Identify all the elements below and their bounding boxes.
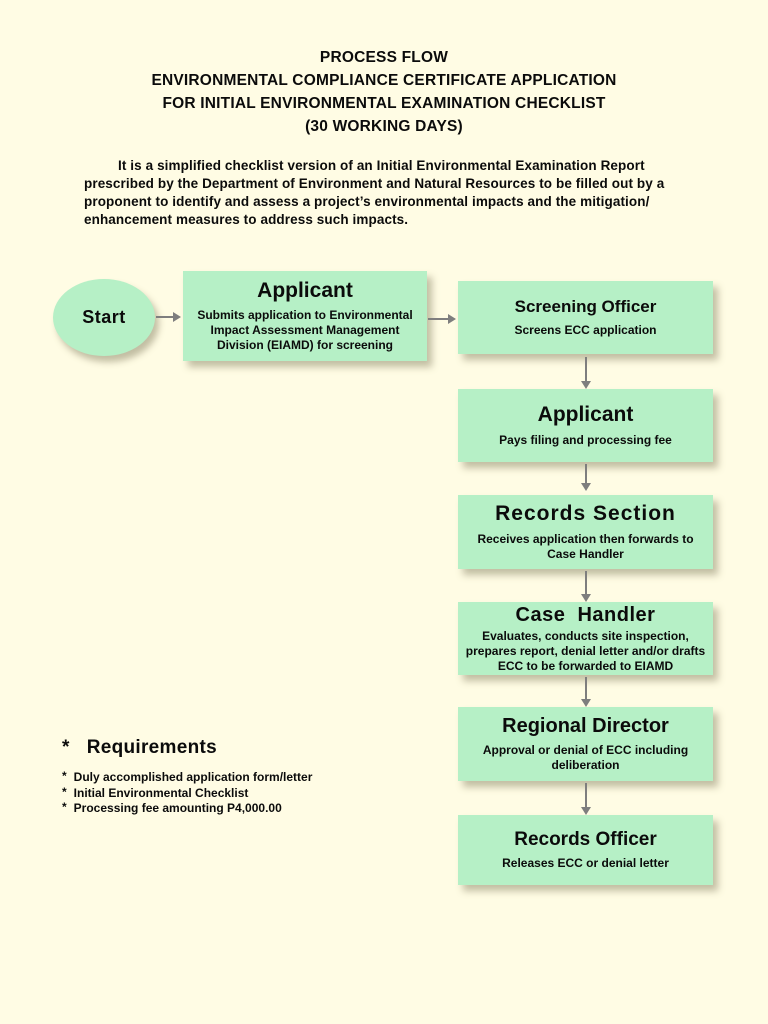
title-line-1: PROCESS FLOW (319, 49, 449, 66)
requirement-text: Initial Environmental Checklist (73, 785, 249, 800)
list-item: * Processing fee amounting P4,000.00 (62, 800, 312, 817)
node-title: Records Section (495, 502, 676, 526)
bullet-marker: * (62, 769, 67, 783)
node-title: Screening Officer (514, 296, 657, 316)
bullet-marker: * (62, 800, 67, 814)
arrow-applicant-to-screening (428, 314, 456, 324)
list-item: * Initial Environmental Checklist (62, 784, 312, 802)
asterisk-marker: * (62, 737, 70, 758)
arrow-regional-director-to-records-officer (581, 783, 591, 815)
arrow-screening-to-applicant-pays (581, 357, 591, 389)
flow-node-regional-director: Regional Director Approval or denial of … (458, 707, 713, 781)
arrow-start-to-applicant (156, 312, 181, 322)
title-line-4: (30 WORKING DAYS) (305, 118, 463, 135)
title-line-2: ENVIRONMENTAL COMPLIANCE CERTIFICATE APP… (151, 72, 617, 89)
page-title: PROCESS FLOW ENVIRONMENTAL COMPLIANCE CE… (0, 46, 768, 138)
flow-node-applicant-submit: Applicant Submits application to Environ… (183, 271, 427, 361)
requirements-heading: * Requirements (62, 737, 217, 759)
arrow-applicant-to-records-section (581, 464, 591, 491)
node-body: Releases ECC or denial letter (502, 856, 669, 871)
node-title: Regional Director (502, 715, 669, 737)
bullet-marker: * (62, 784, 67, 799)
node-body: Receives application then forwards to Ca… (477, 531, 694, 561)
node-body: Approval or denial of ECC including deli… (482, 743, 689, 772)
title-line-3: FOR INITIAL ENVIRONMENTAL EXAMINATION CH… (162, 95, 606, 112)
flow-node-records-officer: Records Officer Releases ECC or denial l… (458, 815, 713, 885)
node-title: Records Officer (514, 828, 657, 850)
node-title: Applicant (537, 403, 634, 427)
arrow-case-handler-to-regional-director (581, 677, 591, 707)
flow-node-screening-officer: Screening Officer Screens ECC applicatio… (458, 281, 713, 354)
node-body: Screens ECC application (514, 323, 657, 338)
start-label: Start (82, 307, 126, 327)
list-item: * Duly accomplished application form/let… (62, 769, 313, 786)
intro-paragraph: It is a simplified checklist version of … (84, 158, 665, 227)
flow-node-case-handler: Case Handler Evaluates, conducts site in… (458, 602, 713, 675)
arrow-records-to-case-handler (581, 571, 591, 602)
node-body: Pays filing and processing fee (499, 432, 672, 447)
requirement-text: Processing fee amounting P4,000.00 (73, 801, 282, 815)
requirements-list: * Duly accomplished application form/let… (62, 769, 313, 817)
node-title: Applicant (257, 279, 353, 303)
flow-node-applicant-pays: Applicant Pays filing and processing fee (458, 389, 713, 462)
node-body: Evaluates, conducts site inspection, pre… (465, 628, 706, 673)
node-title: Case Handler (515, 603, 656, 626)
requirement-text: Duly accomplished application form/lette… (73, 770, 313, 784)
flow-start-ellipse: Start (53, 279, 155, 356)
flow-node-records-section: Records Section Receives application the… (458, 495, 713, 569)
node-body: Submits application to Environmental Imp… (197, 307, 413, 352)
requirements-heading-label: Requirements (86, 737, 218, 758)
